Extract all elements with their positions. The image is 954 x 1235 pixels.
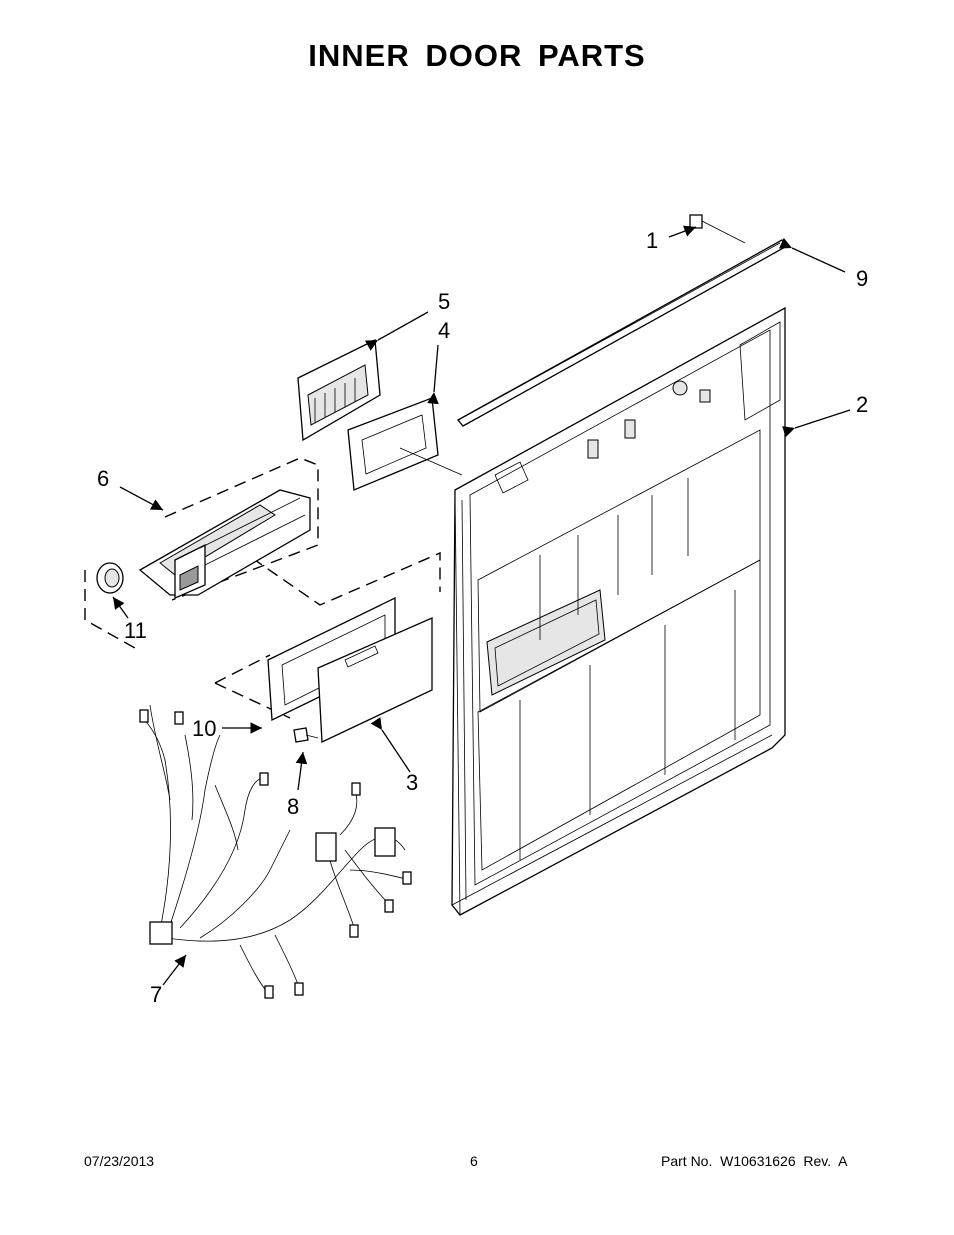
callout-6: 6 bbox=[97, 466, 109, 491]
footer-page-number: 6 bbox=[470, 1153, 478, 1169]
callout-11: 11 bbox=[124, 618, 147, 643]
arrow-5 bbox=[364, 311, 429, 351]
page-title: INNER DOOR PARTS bbox=[308, 38, 646, 73]
callout-10: 10 bbox=[192, 716, 216, 741]
vent-gasket bbox=[347, 397, 463, 491]
arrow-9 bbox=[778, 237, 846, 273]
wire-harness bbox=[139, 704, 412, 999]
vent-part bbox=[297, 338, 381, 442]
dispenser-knob bbox=[84, 562, 136, 649]
callout-5: 5 bbox=[438, 289, 450, 314]
footer-part-number: Part No. W10631626 Rev. A bbox=[661, 1153, 848, 1169]
callout-3: 3 bbox=[406, 770, 418, 795]
callout-2: 2 bbox=[856, 392, 868, 417]
callout-4: 4 bbox=[438, 318, 450, 343]
callout-9: 9 bbox=[856, 266, 868, 291]
screw-1 bbox=[668, 214, 746, 244]
arrow-2 bbox=[782, 409, 851, 438]
arrow-4 bbox=[427, 344, 439, 405]
control-board bbox=[214, 596, 433, 744]
callout-1: 1 bbox=[646, 228, 658, 253]
footer-date: 07/23/2013 bbox=[84, 1153, 155, 1169]
dispenser-assembly bbox=[138, 457, 441, 606]
arrow-6 bbox=[119, 486, 164, 511]
screw-8 bbox=[293, 727, 319, 791]
arrow-7 bbox=[162, 954, 187, 986]
inner-door-panel bbox=[451, 306, 786, 916]
callout-7: 7 bbox=[150, 982, 162, 1007]
callout-8: 8 bbox=[287, 794, 299, 819]
arrow-3 bbox=[370, 717, 411, 773]
